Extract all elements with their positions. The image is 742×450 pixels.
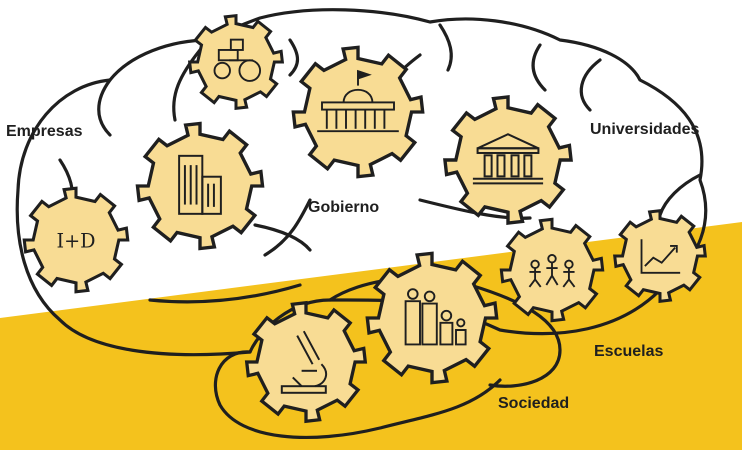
tractor-icon — [213, 38, 262, 82]
gear-capitol — [291, 45, 425, 179]
i-mas-d-icon: I+D — [56, 230, 95, 253]
label-sociedad: Sociedad — [498, 395, 570, 412]
gear-tractor — [188, 14, 284, 110]
gear-microscope — [245, 301, 367, 423]
office-building-icon — [178, 154, 222, 215]
growth-chart-icon — [640, 239, 681, 274]
gear-school — [499, 217, 605, 323]
gear-office — [135, 121, 265, 251]
microscope-icon — [280, 330, 328, 394]
gear-people — [365, 251, 499, 385]
people-icon — [404, 288, 467, 346]
gear-growth — [613, 209, 707, 303]
label-universidades: Universidades — [590, 121, 700, 138]
label-escuelas: Escuelas — [594, 343, 664, 360]
gear-i-d: I+D — [22, 186, 130, 294]
label-empresas: Empresas — [6, 123, 83, 140]
capitol-building-icon — [317, 69, 399, 133]
label-gobierno: Gobierno — [308, 199, 380, 216]
gear-university — [443, 95, 573, 225]
university-building-icon — [472, 133, 544, 185]
children-icon — [528, 254, 576, 288]
